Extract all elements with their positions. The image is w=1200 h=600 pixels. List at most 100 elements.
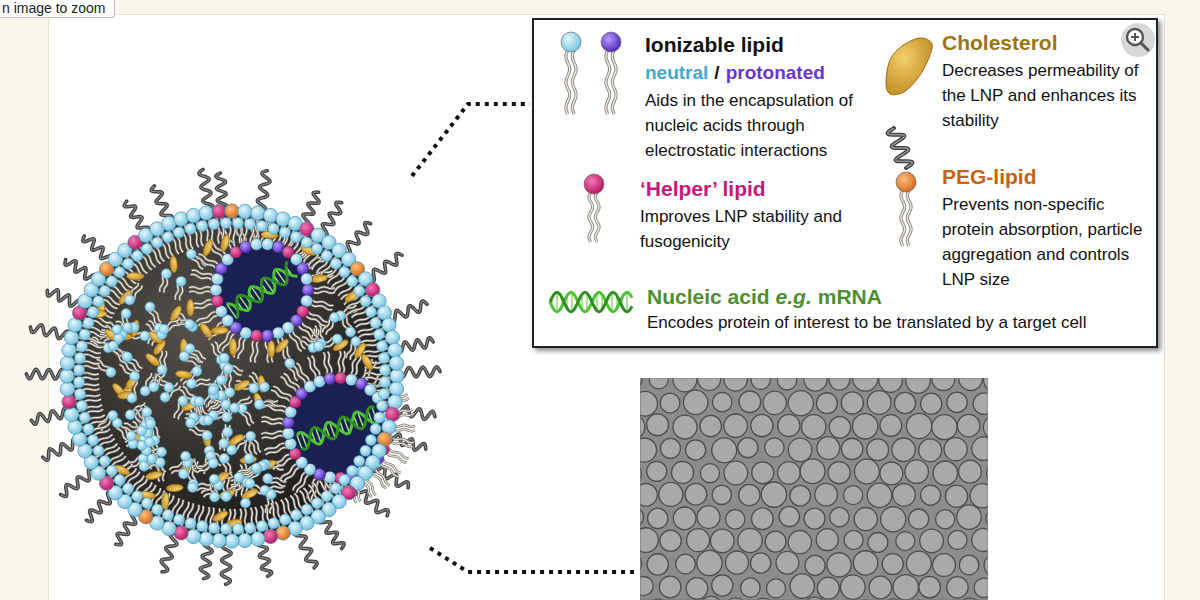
- nanoparticle: [739, 391, 761, 413]
- lipid-tail: [262, 436, 284, 439]
- lipid-head: [142, 407, 152, 417]
- zoom-button-ground: [1121, 23, 1155, 57]
- key-text: Prevents non-specific protein absorption…: [942, 195, 1142, 289]
- lipid-head-icon: [896, 172, 916, 192]
- lipid-tail-icon: [595, 192, 599, 242]
- lipid-head: [251, 532, 265, 546]
- peg-chain-highlight: [399, 367, 440, 377]
- lipid-tail: [387, 453, 407, 462]
- lipid-head: [245, 478, 255, 488]
- lipid-head: [141, 243, 152, 254]
- nanoparticle: [945, 485, 967, 507]
- nanoparticle: [687, 529, 710, 552]
- lipid-head: [178, 396, 188, 406]
- lipid-head: [244, 219, 255, 230]
- nanoparticle: [867, 391, 891, 415]
- lipid-head: [99, 456, 110, 467]
- nanoparticle: [700, 464, 719, 483]
- lipid-head: [179, 469, 189, 479]
- cholesterol-group: [90, 231, 375, 529]
- lipid-head: [346, 327, 356, 337]
- nanoparticle: [700, 415, 721, 436]
- nanoparticle: [763, 391, 786, 414]
- nanoparticle: [868, 533, 888, 553]
- lipid-head: [378, 388, 389, 399]
- peg-chain-highlight: [200, 541, 212, 578]
- peg-chain-highlight: [199, 169, 213, 210]
- cholesterol: [229, 338, 236, 355]
- lipid-head: [234, 472, 244, 482]
- lipid-tail-icon: [901, 190, 905, 246]
- peg-chain-highlight: [31, 408, 69, 424]
- lipid-head: [321, 250, 332, 261]
- peg-chain: [321, 202, 341, 235]
- nanoparticle: [640, 528, 658, 553]
- lipid-head: [279, 514, 290, 525]
- lipid-tail: [328, 352, 332, 374]
- lipid-head: [377, 341, 388, 352]
- lipid-tail: [191, 274, 212, 279]
- lipid-head: [145, 437, 155, 447]
- peg-chain: [30, 325, 69, 339]
- peg-chain-highlight: [344, 223, 370, 254]
- lipid-head: [194, 397, 204, 407]
- lipid-head: [83, 318, 94, 329]
- nanoparticle: [880, 415, 902, 437]
- lipid-head: [122, 352, 132, 362]
- nanoparticle: [640, 598, 646, 600]
- peg-chain: [396, 406, 435, 419]
- lipid-head: [186, 208, 200, 222]
- lipid-head: [282, 427, 294, 439]
- cholesterol: [169, 256, 177, 273]
- lipid-head: [186, 418, 196, 428]
- key-text-block: Encodes protein of interest to be transl…: [647, 310, 1152, 335]
- lipid-head: [99, 285, 110, 296]
- lipid-tail-icon: [901, 190, 905, 246]
- lipid-tail: [273, 386, 292, 397]
- lipid-head: [208, 385, 218, 395]
- lipid-head: [130, 371, 140, 381]
- nanoparticle: [896, 532, 915, 551]
- lipid-head: [250, 330, 262, 342]
- lipid-head: [321, 491, 332, 502]
- lipid-head: [188, 482, 198, 492]
- lipid-head: [347, 276, 358, 287]
- lipid-head: [60, 382, 74, 396]
- lipid-head: [152, 237, 163, 248]
- lipid-head: [123, 483, 134, 494]
- nanoparticle: [659, 482, 683, 506]
- lipid-head: [208, 458, 218, 468]
- helix-rung-icon: [611, 292, 612, 311]
- peg-icon: [888, 128, 913, 168]
- nanoparticle: [698, 378, 721, 390]
- nanoparticle: [751, 508, 773, 530]
- lipid-head: [210, 284, 222, 296]
- nanoparticle: [649, 378, 668, 389]
- lipid-head: [211, 295, 223, 307]
- lipid-head: [145, 302, 155, 312]
- cholesterol: [202, 430, 212, 448]
- lipid-head: [240, 498, 250, 508]
- lipid-tail: [312, 300, 333, 305]
- nanoparticle: [841, 438, 862, 459]
- nanoparticle: [660, 393, 680, 413]
- lipid-tail: [380, 463, 398, 476]
- cryo-em-frame: [640, 378, 988, 600]
- nanoparticle: [882, 554, 903, 575]
- lipid-head: [219, 438, 229, 448]
- peg-icon: [888, 128, 913, 168]
- nanoparticle: [712, 575, 733, 596]
- peg-chain: [83, 236, 112, 261]
- nanoparticle: [738, 438, 758, 458]
- lipid-head: [197, 220, 208, 231]
- nanoparticle: [827, 553, 851, 577]
- nanoparticle: [881, 599, 905, 600]
- lipid-head: [251, 206, 265, 220]
- lipid-tails: [73, 217, 415, 535]
- lipid-head: [238, 533, 252, 547]
- lipid-tail: [311, 304, 332, 309]
- peg-chain-highlight: [26, 369, 65, 379]
- lipid-tail-icon: [572, 50, 576, 114]
- nanoparticle: [751, 598, 776, 600]
- peg-chain: [344, 223, 370, 254]
